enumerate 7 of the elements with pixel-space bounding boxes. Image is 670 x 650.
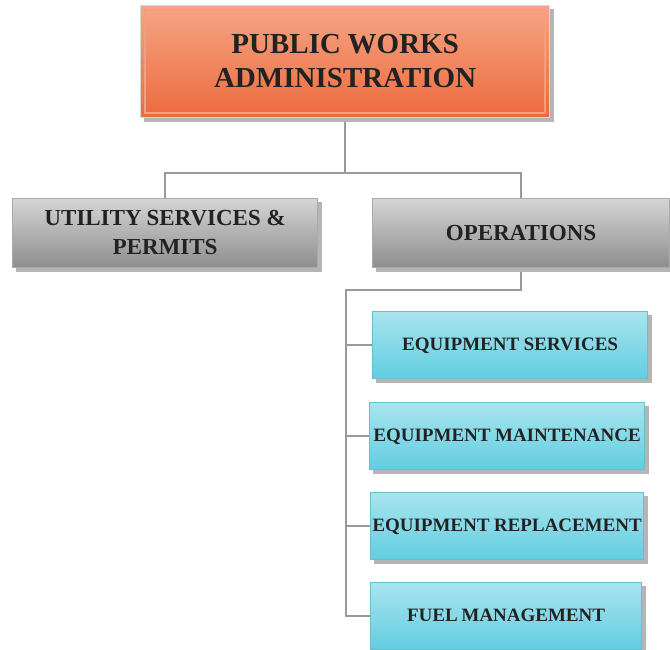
box-title: PUBLIC WORKS ADMINISTRATION [212,28,478,95]
box-title: EQUIPMENT MAINTENANCE [373,424,641,448]
box-title: EQUIPMENT SERVICES [402,333,618,357]
box-title: UTILITY SERVICES & PERMITS [43,204,287,261]
box-title: OPERATIONS [446,218,596,247]
box-title: EQUIPMENT REPLACEMENT [372,514,642,538]
box-title: FUEL MANAGEMENT [407,604,605,628]
